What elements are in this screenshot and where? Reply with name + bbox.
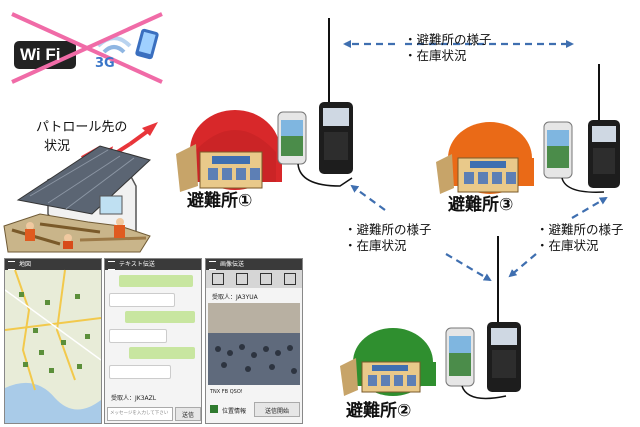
screen-map: 地図: [4, 258, 102, 424]
screen-photo-title: 画像伝送: [220, 261, 245, 268]
menu-icon[interactable]: [8, 261, 15, 270]
chat-bubble: [109, 293, 175, 307]
share-icon[interactable]: [284, 273, 296, 285]
start-send-button[interactable]: 送信開始: [254, 402, 300, 417]
note-right-line-2: ・在庫状況: [536, 238, 599, 253]
note-mid: ・避難所の様子 ・在庫状況: [344, 222, 432, 254]
chat-bubble: [119, 275, 193, 287]
start-send-label: 送信開始: [265, 408, 290, 415]
arrow-mid-2: [445, 253, 492, 282]
screen-photo-titlebar: 画像伝送: [206, 259, 302, 270]
chat-input-placeholder: メッセージを入力して下さい: [110, 411, 169, 416]
photo-toolbar: [206, 270, 302, 288]
patrol-line-2: 状況: [44, 139, 71, 154]
chat-bubble: [125, 311, 195, 323]
photo-image[interactable]: [208, 303, 300, 385]
shelter-3-name: 避難所③: [448, 195, 514, 215]
image-icon[interactable]: [212, 273, 224, 285]
note-top-line-2: ・在庫状況: [404, 48, 467, 63]
cross-line-2: [11, 12, 163, 84]
note-mid-line-2: ・在庫状況: [344, 238, 407, 253]
photo-caption: TNX FB QSO!: [210, 389, 243, 395]
note-right-line-1: ・避難所の様子: [536, 222, 624, 237]
position-checkbox[interactable]: [210, 405, 218, 413]
shelter-1-name: 避難所①: [187, 191, 253, 211]
note-top: ・避難所の様子 ・在庫状況: [404, 32, 492, 64]
screen-photo: 画像伝送 受取人：JA3YUA TNX FB QSO! 位置情報 送信開始: [205, 258, 303, 424]
patrol-label: パトロール先の 状況: [36, 118, 127, 156]
screen-map-title: 地図: [19, 261, 32, 268]
chat-input[interactable]: メッセージを入力して下さい: [107, 407, 173, 421]
note-right: ・避難所の様子 ・在庫状況: [536, 222, 624, 254]
screen-chat: テキスト伝送 受取人：JK3AZL メッセージを入力して下さい 送信: [104, 258, 202, 424]
note-top-line-1: ・避難所の様子: [404, 32, 492, 47]
menu-icon[interactable]: [108, 261, 115, 270]
wifi-wordmark: Wi Fi: [20, 45, 61, 64]
photo-recipient: 受取人：JA3YUA: [212, 294, 258, 301]
send-button-label: 送信: [182, 412, 195, 419]
shelter-2-name: 避難所②: [346, 401, 412, 421]
note-mid-line-1: ・避難所の様子: [344, 222, 432, 237]
patrol-line-1: パトロール先の: [36, 120, 128, 135]
3g-label: 3G: [95, 56, 115, 71]
screen-chat-titlebar: テキスト伝送: [105, 259, 201, 270]
screen-chat-title: テキスト伝送: [119, 261, 155, 268]
arrow-right-2: [508, 253, 537, 278]
wifi-3g-panel: Wi Fi 3G: [10, 12, 170, 84]
chat-bubble: [109, 365, 171, 379]
chat-recipient: 受取人：JK3AZL: [111, 395, 157, 402]
wifi-3g-graphic: [11, 12, 163, 84]
send-button[interactable]: 送信: [175, 407, 201, 421]
chat-bubble: [129, 347, 195, 359]
arrow-mid-1: [350, 184, 386, 211]
screen-map-titlebar: 地図: [5, 259, 101, 270]
position-label: 位置情報: [222, 408, 247, 415]
menu-icon[interactable]: [209, 261, 216, 270]
folder-icon[interactable]: [236, 273, 248, 285]
arrow-right-1: [571, 196, 608, 219]
chat-bubble: [109, 329, 167, 343]
map-view[interactable]: [5, 269, 101, 423]
export-icon[interactable]: [260, 273, 272, 285]
